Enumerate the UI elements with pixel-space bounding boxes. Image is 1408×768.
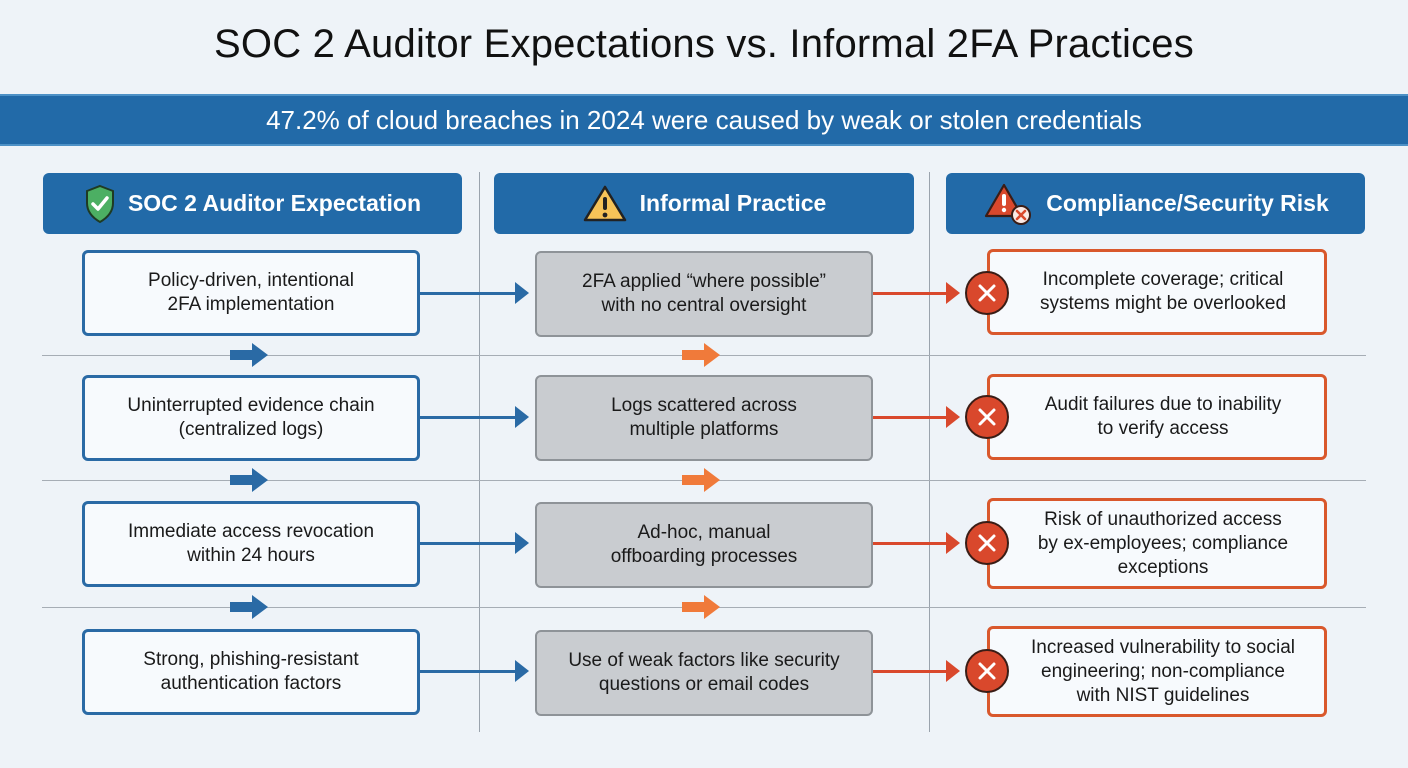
arrowhead-icon: [946, 406, 960, 428]
alert-error-icon: [985, 183, 1032, 225]
connector-line: [420, 292, 518, 295]
connector-line: [873, 416, 951, 419]
column-header-risk: Compliance/Security Risk: [946, 173, 1365, 234]
column-header-label: Compliance/Security Risk: [1046, 190, 1329, 216]
step-arrow-icon: [682, 595, 720, 619]
connector-line: [420, 542, 518, 545]
column-divider: [929, 172, 930, 732]
connector-line: [420, 416, 518, 419]
connector-line: [873, 542, 951, 545]
arrowhead-icon: [515, 282, 529, 304]
page-title: SOC 2 Auditor Expectations vs. Informal …: [214, 22, 1194, 66]
arrowhead-icon: [946, 282, 960, 304]
column-header-expectation: SOC 2 Auditor Expectation: [43, 173, 462, 234]
x-circle-icon: [965, 271, 1009, 315]
step-arrow-icon: [230, 468, 268, 492]
arrowhead-icon: [515, 406, 529, 428]
expectation-box: Uninterrupted evidence chain(centralized…: [82, 375, 420, 461]
column-divider: [479, 172, 480, 732]
shield-check-icon: [85, 184, 114, 223]
arrowhead-icon: [515, 532, 529, 554]
column-header-label: Informal Practice: [639, 190, 827, 216]
column-header-label: SOC 2 Auditor Expectation: [127, 190, 422, 216]
connector-line: [873, 292, 951, 295]
step-arrow-icon: [682, 468, 720, 492]
connector-line: [873, 670, 951, 673]
arrowhead-icon: [946, 532, 960, 554]
arrowhead-icon: [515, 660, 529, 682]
banner-text: 47.2% of cloud breaches in 2024 were cau…: [266, 104, 1142, 135]
connector-line: [420, 670, 518, 673]
x-circle-icon: [965, 649, 1009, 693]
warning-triangle-icon: [583, 185, 626, 221]
informal-box: 2FA applied “where possible”with no cent…: [535, 251, 873, 337]
x-circle-icon: [965, 395, 1009, 439]
arrowhead-icon: [946, 660, 960, 682]
step-arrow-icon: [230, 343, 268, 367]
statistic-banner: 47.2% of cloud breaches in 2024 were cau…: [0, 94, 1408, 146]
step-arrow-icon: [230, 595, 268, 619]
column-header-informal: Informal Practice: [494, 173, 914, 234]
step-arrow-icon: [682, 343, 720, 367]
x-circle-icon: [965, 521, 1009, 565]
